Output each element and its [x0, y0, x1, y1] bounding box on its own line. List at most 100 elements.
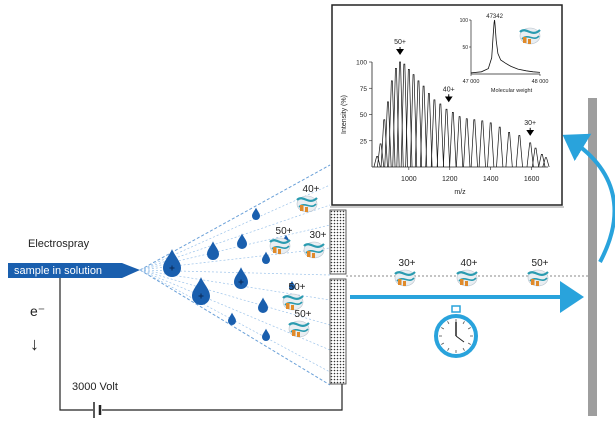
- inset-x-axis-label: Molecular weight: [491, 88, 533, 94]
- spectrum-peak-0: [373, 156, 381, 168]
- cone-ion-protein-4-sheet-b: [297, 332, 300, 337]
- spectrum-annotation-2: 30+: [524, 120, 536, 127]
- cone-ion-protein-0: [296, 195, 318, 213]
- stopwatch-ticks: [439, 319, 473, 353]
- voltage-label: 3000 Volt: [72, 381, 118, 393]
- cone-ion-protein-2-sheet-a: [307, 251, 311, 257]
- mass-spectrum-chart: 1000 1200 1400 1600 25 50 75 100 m/z Intensity (%…: [341, 39, 550, 196]
- spectrum-peak-10: [414, 80, 423, 168]
- spectrum-peak-25: [526, 142, 534, 168]
- spectrum-peak-20: [478, 120, 486, 168]
- wire-left: [59, 278, 93, 411]
- stopwatch-tick-5: [462, 347, 465, 351]
- capillary: sample in solution: [8, 263, 140, 278]
- cone-ion-protein-4-sheet-a: [292, 330, 296, 336]
- flight-ion-protein-2-helix-a: [527, 271, 549, 276]
- signal-arrow: [562, 133, 615, 263]
- spectrum-annotation-0: 50+: [394, 39, 406, 46]
- cone-ion-protein-0-helix-a: [296, 197, 318, 202]
- droplet-5: [252, 207, 260, 220]
- flight-ion-protein-2-sheet-a: [531, 279, 535, 285]
- spectrum-annotation-1: 40+: [443, 86, 455, 93]
- cone-ion-protein-2-sheet-b: [312, 253, 315, 258]
- extraction-plate-lower: [329, 278, 347, 385]
- spectrum-peak-17: [456, 116, 464, 168]
- wire-right: [102, 384, 343, 411]
- cone-ion-protein-1-sheet-b: [278, 249, 281, 254]
- circuit: [59, 278, 343, 418]
- cone-ion-protein-0-sheet-a: [300, 205, 304, 211]
- spectrum-y-tick-label-3: 100: [356, 60, 367, 67]
- droplet-10: [262, 328, 270, 341]
- droplet-1: [192, 277, 210, 305]
- droplet-9: [228, 312, 236, 325]
- spectrum-x-tick-label-0: 1000: [401, 176, 417, 183]
- stopwatch-tick-1: [462, 321, 465, 325]
- spectrum-y-tick-label-2: 75: [360, 86, 368, 93]
- cone-ion-protein-3: [282, 293, 304, 311]
- spectrum-x-axis-label: m/z: [454, 189, 466, 196]
- inset-y-tick-label-1: 100: [460, 18, 469, 24]
- cone-ion-protein-2-helix-a: [303, 243, 325, 248]
- droplet-3: [207, 241, 219, 260]
- inset-protein-icon-sheet-b: [528, 39, 531, 44]
- flight-ion-charge-1: 40+: [461, 258, 478, 269]
- spectrum-peak-9: [409, 74, 418, 168]
- spectrum-peak-27: [538, 154, 546, 168]
- spectrum-x-tick-label-2: 1400: [483, 176, 499, 183]
- stopwatch-tick-10: [441, 327, 445, 330]
- inset-peak-line: [470, 19, 541, 74]
- flight-ion-protein-0: [394, 269, 416, 287]
- cone-ion-protein-4-helix-a: [288, 322, 310, 327]
- extraction-plate-upper: [329, 209, 347, 275]
- spectrum-y-tick-label-1: 50: [360, 112, 368, 119]
- stopwatch-tick-7: [447, 347, 450, 351]
- flight-ions: 30+40+50+: [394, 258, 549, 287]
- flight-ion-protein-1-sheet-a: [460, 279, 464, 285]
- spectrum-peak-8: [405, 69, 413, 168]
- spectrum-x-tick-label-3: 1600: [524, 176, 540, 183]
- flight-ion-protein-0-sheet-a: [398, 279, 402, 285]
- droplet-2: [234, 267, 248, 289]
- inset-protein-icon-helix-a: [519, 29, 541, 34]
- flight-ion-protein-0-sheet-b: [403, 281, 406, 286]
- cone-ion-protein-2: [303, 241, 325, 259]
- spectrum-peak-19: [470, 119, 478, 168]
- cone-upper-edge: [139, 164, 331, 271]
- cone-ion-charge-0: 40+: [303, 184, 320, 195]
- droplet-11: [289, 280, 295, 290]
- cone-ion-protein-1: [269, 237, 291, 255]
- cone-ray-6: [139, 269, 331, 326]
- spectrum-y-axis-label: Intensity (%): [341, 95, 348, 134]
- inset-x-tick-label-0: 47 000: [463, 79, 480, 85]
- spectrum-peak-11: [420, 85, 428, 168]
- flight-ion-charge-0: 30+: [399, 258, 416, 269]
- electrospray-label: Electrospray: [28, 238, 90, 250]
- spectrum-peak-16: [449, 112, 457, 168]
- droplet-8: [258, 297, 268, 313]
- flight-ion-protein-1-helix-a: [456, 271, 478, 276]
- cone-ion-protein-4: [288, 320, 310, 338]
- spectrum-peak-14: [436, 103, 444, 168]
- spectrum-x-tick-label-1: 1200: [442, 176, 458, 183]
- spectrum-peak-21: [487, 122, 495, 168]
- stopwatch-icon: [434, 305, 478, 358]
- stopwatch-tick-8: [441, 342, 445, 345]
- spectrum-peak-7: [400, 63, 408, 168]
- flight-ion-protein-1-sheet-b: [465, 281, 468, 286]
- spectrum-peak-22: [496, 126, 504, 168]
- spectrum-peak-6: [396, 61, 404, 168]
- cone-ion-charge-2: 30+: [310, 230, 327, 241]
- stopwatch-tick-11: [447, 321, 450, 325]
- stopwatch-hand-minute: [455, 335, 465, 343]
- detector-plate: [588, 98, 597, 416]
- flight-ion-protein-0-helix-a: [394, 271, 416, 276]
- spectrum-y-tick-label-0: 25: [360, 138, 368, 145]
- stopwatch-tick-2: [467, 327, 471, 330]
- spectrum-peak-1: [377, 143, 385, 168]
- cone-ion-protein-3-helix-a: [282, 295, 304, 300]
- cone-ion-charge-3: 50+: [289, 282, 306, 293]
